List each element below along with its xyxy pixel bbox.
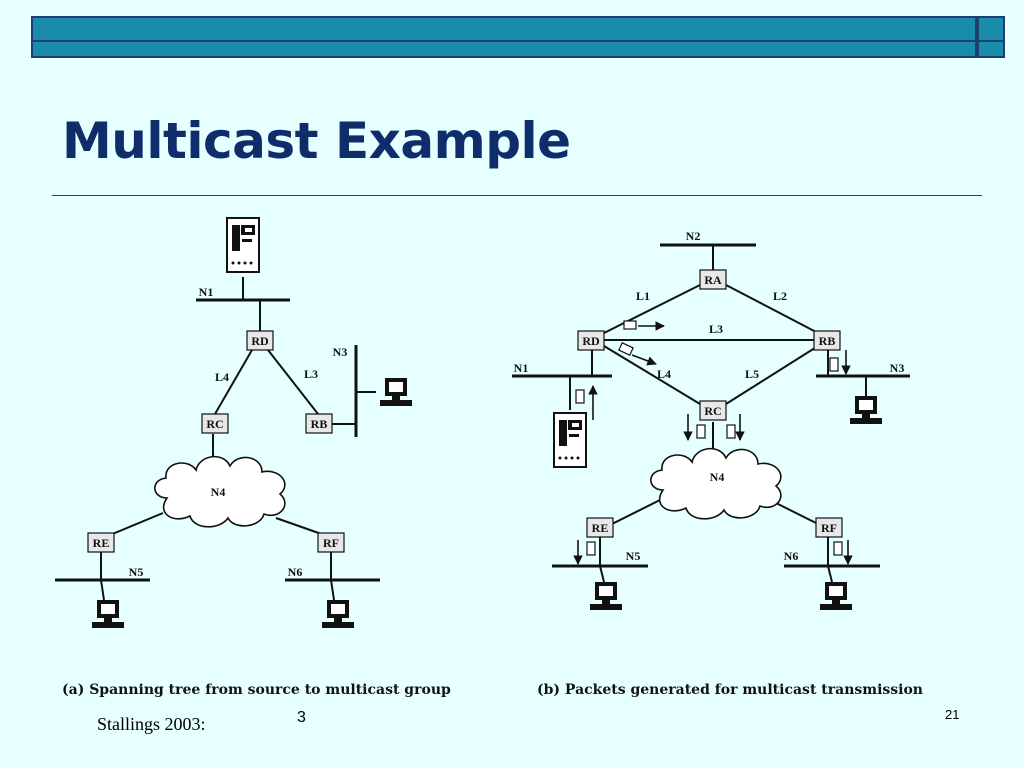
packet-arrows (573, 321, 853, 565)
packet-icons (575, 320, 843, 556)
slide-title: Multicast Example (62, 112, 571, 170)
diagram-b-caption: (b) Packets generated for multicast tran… (537, 682, 923, 698)
server-icon (553, 412, 587, 468)
link-label: L4 (215, 370, 229, 384)
title-divider (52, 195, 982, 196)
credit-page: 3 (297, 709, 306, 726)
router-label: RC (704, 404, 721, 418)
router-label: RA (704, 273, 722, 287)
network-label: N6 (288, 565, 303, 579)
router-label: RB (819, 334, 836, 348)
network-label: N1 (514, 361, 529, 375)
diagram-a-caption: (a) Spanning tree from source to multica… (62, 682, 451, 698)
server-icon (226, 217, 260, 273)
router-label: RE (93, 536, 110, 550)
network-label: N3 (890, 361, 905, 375)
computer-icon (850, 396, 882, 424)
computer-icon (322, 600, 354, 628)
diagram-b-labels: RA RB RC RD RE RF N1 N2 N3 N4 N5 N6 L1 L… (514, 229, 905, 563)
network-label: N1 (199, 285, 214, 299)
link-label: L5 (745, 367, 759, 381)
link-label: L2 (773, 289, 787, 303)
link-label: L4 (657, 367, 671, 381)
router-label: RE (592, 521, 609, 535)
diagram-a-labels: RD RC RB RE RF N1 N3 N4 N5 N6 L4 L3 (87, 285, 348, 579)
network-label: N4 (710, 470, 725, 484)
computer-icon (380, 378, 412, 406)
computer-icon (92, 600, 124, 628)
network-label: N6 (784, 549, 799, 563)
router-label: RD (251, 334, 269, 348)
network-label: N5 (129, 565, 144, 579)
computer-icon (820, 582, 852, 610)
router-label: RF (821, 521, 837, 535)
link-label: L3 (709, 322, 723, 336)
diagram-b-lines (512, 243, 910, 583)
network-label: N2 (686, 229, 701, 243)
network-label: N3 (333, 345, 348, 359)
network-label: N5 (626, 549, 641, 563)
slide-number: 21 (945, 707, 960, 722)
router-label: RF (323, 536, 339, 550)
source-credit: Stallings 2003: (97, 714, 206, 734)
banner-corner-square (977, 16, 1005, 42)
link-label: L3 (304, 367, 318, 381)
diagram-a-lines (55, 277, 380, 601)
banner-corner-square-lower (977, 42, 1005, 58)
router-label: RC (206, 417, 223, 431)
router-label: RB (311, 417, 328, 431)
computer-icon (590, 582, 622, 610)
top-banner (31, 16, 977, 42)
link-label: L1 (636, 289, 650, 303)
top-banner-lower (31, 42, 977, 58)
network-label: N4 (211, 485, 226, 499)
router-label: RD (582, 334, 600, 348)
